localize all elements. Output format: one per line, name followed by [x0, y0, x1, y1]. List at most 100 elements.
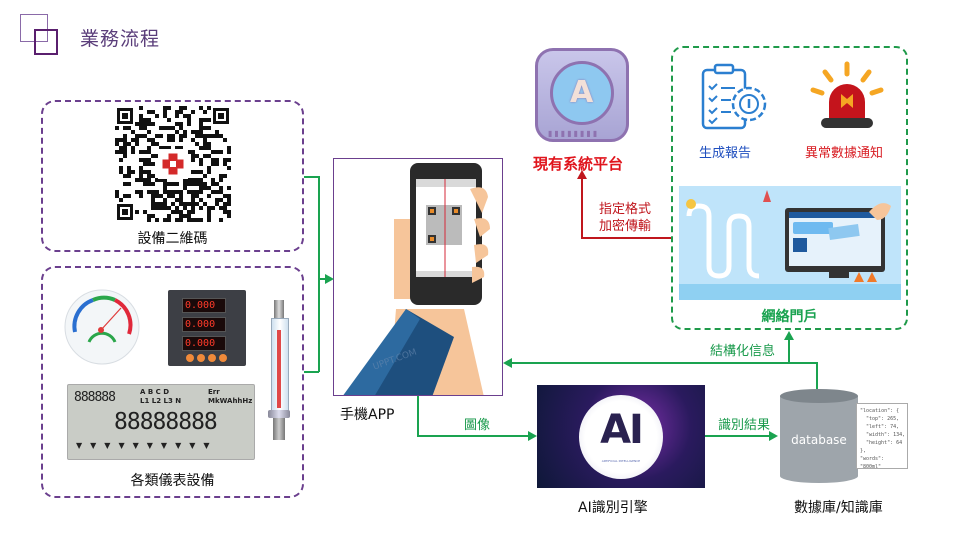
qr-module [215, 162, 219, 166]
arrow-into-phone [325, 274, 334, 284]
qr-module [199, 198, 203, 202]
qr-module [179, 138, 183, 142]
qr-module [159, 178, 163, 182]
qr-module [211, 178, 215, 182]
lcd-display-image: 888888 A B C D L1 L2 L3 N Err MkWAhhHz 8… [67, 384, 255, 460]
power-meter-image: 0.000 0.000 0.000 [168, 290, 246, 366]
qr-module [203, 110, 207, 114]
qr-module [163, 182, 167, 186]
qr-module [147, 146, 151, 150]
qr-module [167, 206, 171, 210]
qr-module [155, 218, 159, 222]
qr-module [219, 178, 223, 182]
qr-module [199, 118, 203, 122]
qr-module [191, 150, 195, 154]
qr-module [127, 170, 131, 174]
qr-module [163, 114, 167, 118]
qr-module [203, 118, 207, 122]
qr-module [131, 130, 135, 134]
qr-module [227, 210, 231, 214]
qr-module [195, 142, 199, 146]
qr-module [203, 186, 207, 190]
qr-module [183, 186, 187, 190]
qr-module [195, 170, 199, 174]
ai-logo-text: AI [600, 407, 644, 453]
qr-module [163, 206, 167, 210]
header-logo [20, 14, 62, 58]
qr-module [207, 166, 211, 170]
connector-merge-to-phone [318, 278, 326, 280]
qr-module [139, 106, 143, 110]
meter-reading: 0.000 [182, 336, 226, 351]
qr-module [175, 130, 179, 134]
meters-label: 各類儀表設備 [130, 473, 215, 489]
json-line: "height": 64 [866, 440, 903, 446]
qr-module [127, 126, 131, 130]
qr-module [151, 206, 155, 210]
qr-module [139, 150, 143, 154]
qr-module [127, 194, 131, 198]
connector-qr-to-phone [304, 176, 319, 178]
qr-module [127, 174, 131, 178]
qr-module [119, 138, 123, 142]
qr-module [199, 126, 203, 130]
qr-module [199, 106, 203, 110]
qr-module [199, 170, 203, 174]
connector-portal-to-platform-h [581, 237, 671, 239]
qr-module [115, 190, 119, 194]
qr-module [163, 190, 167, 194]
qr-module [215, 202, 219, 206]
qr-module [127, 142, 131, 146]
qr-module [143, 210, 147, 214]
qr-module [167, 138, 171, 142]
phone-app-box: UPPT.COM [333, 158, 503, 396]
qr-module [147, 214, 151, 218]
qr-module [199, 190, 203, 194]
qr-module [135, 190, 139, 194]
qr-module [191, 190, 195, 194]
qr-module [227, 202, 231, 206]
qr-module [179, 106, 183, 110]
qr-module [211, 206, 215, 210]
qr-module [163, 126, 167, 130]
qr-module [139, 190, 143, 194]
arrow-into-ai [528, 431, 537, 441]
ai-logo-subtext: ARTIFICIAL INTELLIGENCE [601, 459, 641, 463]
qr-module [119, 166, 123, 170]
qr-module [187, 190, 191, 194]
qr-module [123, 126, 127, 130]
qr-module [207, 154, 211, 158]
qr-module [207, 210, 211, 214]
qr-module [199, 130, 203, 134]
qr-module [191, 198, 195, 202]
qr-module [211, 134, 215, 138]
lcd-phase-labels: A B C D [140, 388, 170, 396]
qr-module [215, 190, 219, 194]
edge-label-format-line2: 加密傳輸 [599, 219, 652, 234]
qr-module [195, 134, 199, 138]
edge-label-format-line1: 指定格式 [599, 202, 652, 217]
qr-module [167, 118, 171, 122]
qr-module [139, 178, 143, 182]
qr-module [191, 194, 195, 198]
qr-module [199, 206, 203, 210]
qr-module [119, 158, 123, 162]
qr-module [163, 198, 167, 202]
qr-module [223, 162, 227, 166]
qr-module [151, 174, 155, 178]
qr-module [135, 210, 139, 214]
qr-module [215, 198, 219, 202]
qr-module [223, 138, 227, 142]
qr-module [199, 134, 203, 138]
qr-module [191, 110, 195, 114]
qr-module [195, 194, 199, 198]
qr-module [115, 126, 119, 130]
qr-module [203, 126, 207, 130]
qr-module [159, 126, 163, 130]
qr-module [207, 142, 211, 146]
qr-module [147, 110, 151, 114]
json-line: "top": 265, [866, 416, 900, 422]
qr-module [227, 166, 231, 170]
qr-module [203, 202, 207, 206]
qr-module [175, 198, 179, 202]
